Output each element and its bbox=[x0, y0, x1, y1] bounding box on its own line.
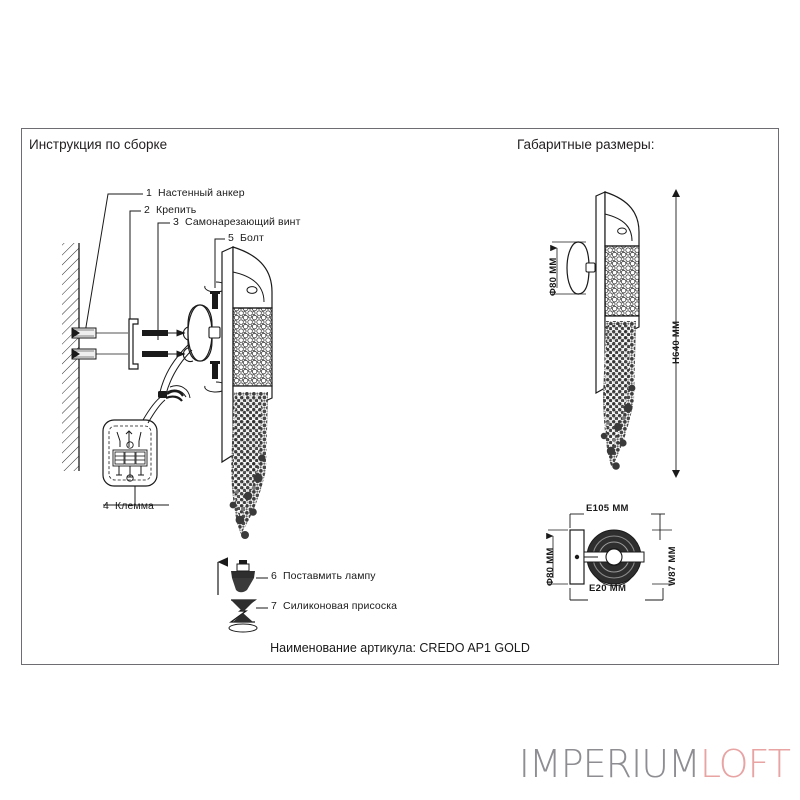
terminal-block bbox=[102, 385, 191, 487]
dim-width bbox=[652, 529, 672, 585]
dim-label-overall-height: H640 MM bbox=[671, 320, 682, 364]
side-elevation-view bbox=[566, 191, 640, 470]
dim-label-projection-top: E105 MM bbox=[586, 503, 629, 514]
lamp-shade-top bbox=[232, 246, 273, 309]
dim-overall-height bbox=[672, 189, 680, 478]
leader-lines bbox=[84, 193, 225, 506]
front-elevation-view bbox=[569, 529, 645, 587]
part-label-1: 1 Настенный анкер bbox=[146, 187, 245, 199]
dim-label-projection-bottom: E20 MM bbox=[589, 583, 627, 594]
part-label-3: 3 Самонарезающий винт bbox=[173, 216, 301, 228]
mounting-bracket bbox=[128, 318, 139, 370]
part-label-5: 5 Болт bbox=[228, 232, 264, 244]
lamp-bulb-icon bbox=[217, 557, 268, 595]
dim-projection-top bbox=[569, 513, 665, 540]
sheet-frame bbox=[21, 128, 779, 665]
dim-plate-diameter bbox=[546, 529, 568, 585]
wall-anchor-group bbox=[71, 327, 128, 360]
canopy-disc bbox=[566, 241, 596, 295]
silicone-sucker-icon bbox=[228, 599, 268, 633]
dim-label-plate-diameter: Φ80 MM bbox=[545, 547, 556, 586]
dim-canopy-diameter bbox=[550, 241, 586, 295]
dim-label-width: W87 MM bbox=[667, 546, 678, 586]
wire-bundle bbox=[158, 385, 191, 402]
article-name: Наименование артикула: CREDO AP1 GOLD bbox=[270, 641, 530, 655]
brand-logo: IMPERIUMLOFT bbox=[518, 742, 791, 786]
brand-logo-loft: LOFT bbox=[699, 742, 791, 786]
dim-label-canopy-diameter: Φ80 MM bbox=[548, 257, 559, 296]
part-label-2: 2 Крепить bbox=[144, 204, 197, 216]
part-label-6: 6 Поставмить лампу bbox=[271, 570, 376, 582]
brand-logo-imperium: IMPERIUM bbox=[518, 742, 701, 786]
part-label-7: 7 Силиконовая присоска bbox=[271, 600, 398, 612]
part-label-4: 4 Клемма bbox=[103, 500, 154, 512]
dim-projection-bottom bbox=[569, 588, 664, 601]
section-title-assembly: Инструкция по сборке bbox=[29, 137, 168, 152]
section-title-dimensions: Габаритные размеры: bbox=[517, 137, 655, 152]
wall-canopy bbox=[159, 304, 221, 395]
crystal-strands bbox=[229, 392, 268, 539]
